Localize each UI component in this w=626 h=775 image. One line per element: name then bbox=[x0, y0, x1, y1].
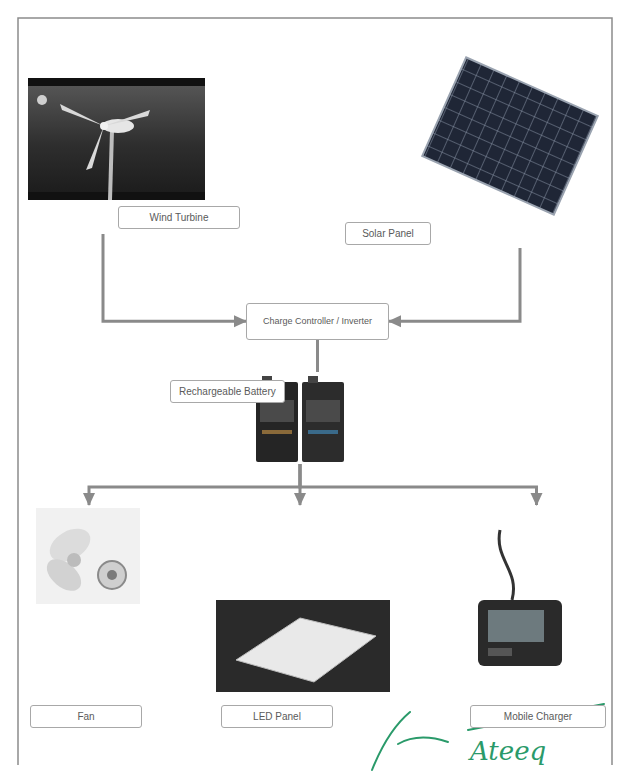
handwritten-signature: Ateeq bbox=[470, 736, 546, 766]
picture-label: Solar Panel bbox=[345, 222, 431, 245]
frame bbox=[18, 18, 612, 765]
picture-label: LED Panel bbox=[221, 705, 333, 728]
charger-picture bbox=[478, 530, 562, 666]
solar-panel-node: Solar Panel bbox=[345, 50, 605, 248]
flow-arrow bbox=[316, 340, 319, 372]
picture-label: Mobile Charger bbox=[470, 705, 606, 728]
picture-label: Rechargeable Battery bbox=[170, 380, 285, 403]
flow-arrow bbox=[389, 248, 520, 321]
box-text: Charge Controller / Inverter bbox=[263, 315, 372, 328]
wind-turbine-picture bbox=[28, 78, 205, 200]
picture-label: Wind Turbine bbox=[118, 206, 240, 229]
battery-node: Rechargeable Battery bbox=[170, 372, 348, 464]
charger-node: Mobile Charger bbox=[465, 505, 608, 735]
fan-node: Fan bbox=[30, 505, 148, 733]
fan-picture bbox=[36, 508, 140, 604]
controller-box: Charge Controller / Inverter bbox=[246, 303, 389, 340]
picture-label: Fan bbox=[30, 705, 142, 728]
flow-arrow bbox=[89, 464, 300, 505]
wind-turbine-node: Wind Turbine bbox=[28, 78, 242, 234]
led-panel-node: LED Panel bbox=[209, 505, 391, 733]
led-panel-picture bbox=[216, 600, 390, 692]
flow-arrow bbox=[300, 464, 537, 505]
flow-arrow bbox=[103, 234, 246, 321]
solar-panel-picture bbox=[422, 57, 597, 214]
